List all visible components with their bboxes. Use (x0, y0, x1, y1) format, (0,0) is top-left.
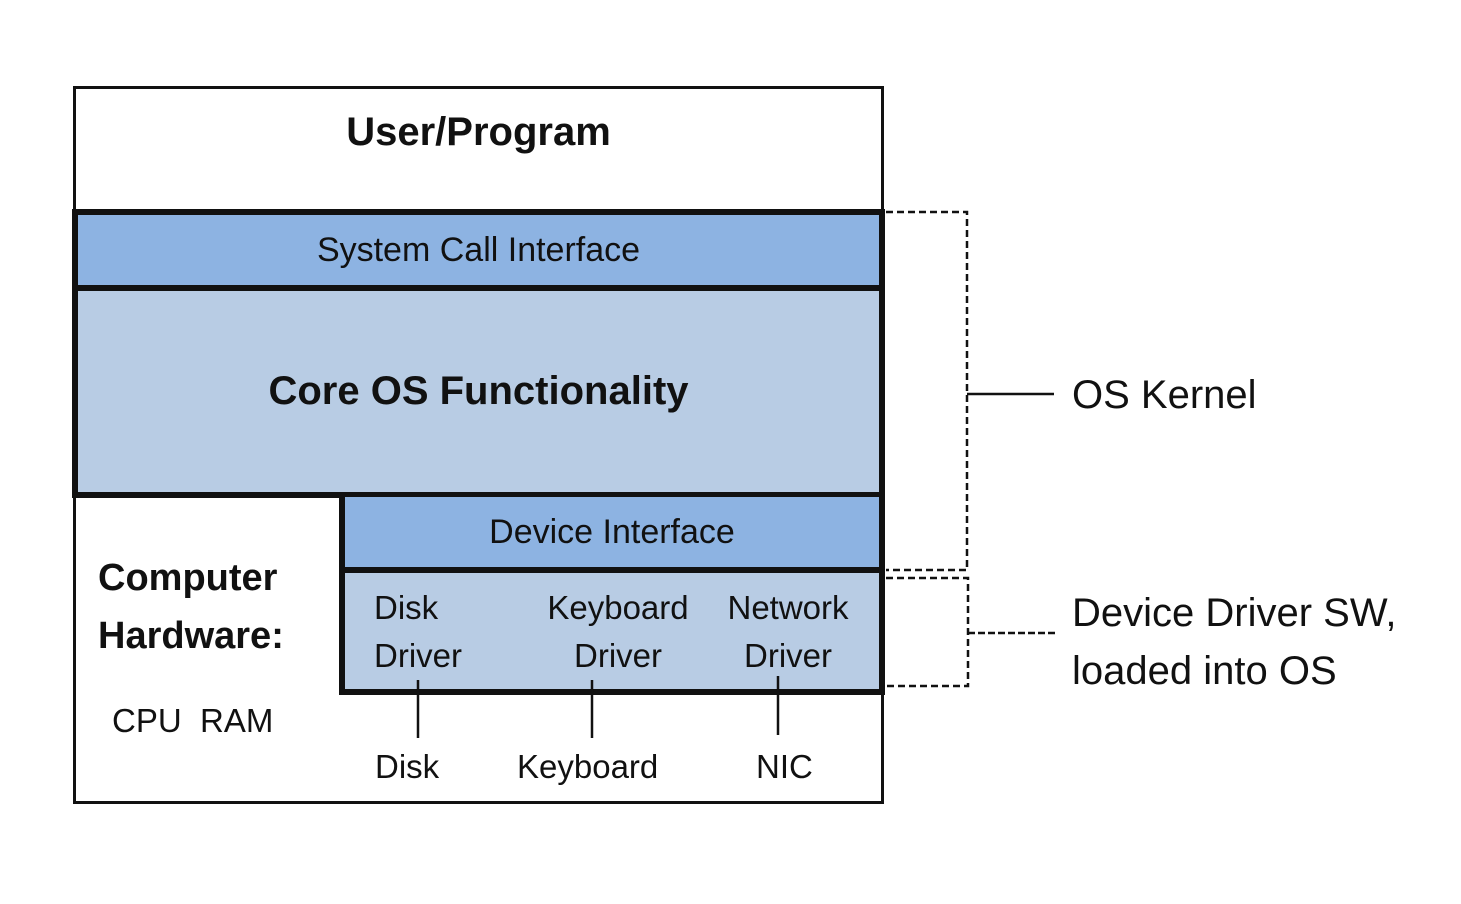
network-driver-label: Network Driver (727, 589, 849, 674)
cpu-ram-label: CPU RAM (112, 702, 274, 739)
device-drivers-layer (339, 567, 885, 695)
core-os-label: Core OS Functionality (268, 369, 689, 413)
computer-hardware-title: Computer Hardware: (98, 557, 284, 657)
user-program-label: User/Program (346, 110, 611, 154)
device-driver-bracket (886, 576, 970, 688)
core-os-layer: Core OS Functionality (72, 285, 885, 498)
nic-device-label: NIC (756, 748, 813, 785)
os-kernel-bracket (886, 210, 969, 572)
system-call-interface-label: System Call Interface (316, 230, 641, 269)
keyboard-driver-label: Keyboard Driver (547, 589, 689, 674)
keyboard-device-label: Keyboard (517, 748, 659, 785)
device-interface-label: Device Interface (489, 512, 735, 551)
disk-device-label: Disk (375, 748, 440, 785)
disk-driver-label: Disk Driver (374, 589, 462, 674)
device-driver-sw-label: Device Driver SW, loaded into OS (1072, 591, 1397, 693)
device-interface-layer: Device Interface (339, 497, 885, 573)
os-kernel-label: OS Kernel (1072, 373, 1257, 417)
